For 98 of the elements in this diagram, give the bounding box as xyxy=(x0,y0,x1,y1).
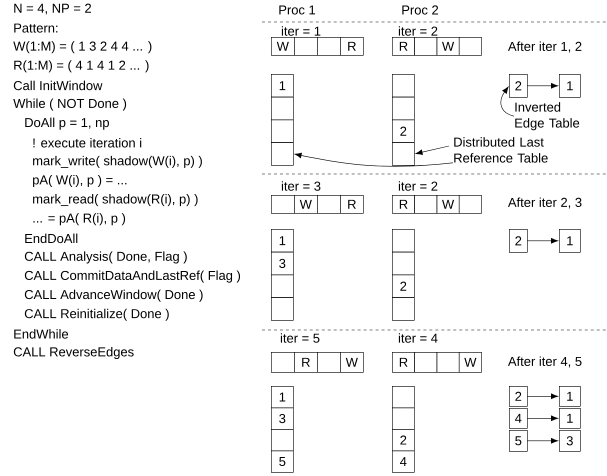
table-cell xyxy=(392,228,415,252)
leader-line xyxy=(500,86,514,116)
table-cell: 5 xyxy=(271,450,294,473)
edge-box: 4 xyxy=(509,408,528,429)
code-line: ! execute iteration i xyxy=(33,138,142,148)
iteration-label: iter = 5 xyxy=(280,333,320,343)
edge-box: 2 xyxy=(509,386,528,407)
callout-text: Inverted Edge Table xyxy=(515,102,580,130)
edge-box: 2 xyxy=(509,228,528,253)
table-cell xyxy=(271,142,294,166)
table-cell xyxy=(458,37,482,56)
code-line: While ( NOT Done ) xyxy=(13,98,126,111)
table-cell xyxy=(392,96,415,120)
table-cell xyxy=(458,194,482,214)
table-cell: 1 xyxy=(271,386,294,408)
table-cell: W xyxy=(271,37,295,56)
callout-text: Distributed Last Reference Table xyxy=(454,137,548,163)
table-cell: W xyxy=(294,194,318,214)
iteration-label: iter = 2 xyxy=(398,181,438,191)
table-cell: W xyxy=(458,352,482,373)
table-cell: 1 xyxy=(271,74,294,98)
code-line: Pattern: xyxy=(14,24,58,33)
code-line: N = 4, NP = 2 xyxy=(14,4,91,14)
arrow xyxy=(527,438,558,444)
table-cell: R xyxy=(294,352,318,373)
table-cell xyxy=(392,74,415,98)
iteration-label: iter = 4 xyxy=(398,333,438,343)
column-heading: Proc 2 xyxy=(402,5,438,15)
table-cell xyxy=(392,252,415,276)
edge-box: 1 xyxy=(559,228,581,253)
edge-box: 5 xyxy=(509,430,528,452)
code-line: CALL ReverseEdges xyxy=(14,346,134,360)
edge-box: 1 xyxy=(559,408,581,429)
iteration-label: iter = 2 xyxy=(398,26,438,36)
edge-box: 3 xyxy=(559,430,581,452)
table-cell xyxy=(392,408,415,430)
table-cell: W xyxy=(340,352,364,373)
code-line: DoAll p = 1, np xyxy=(25,118,109,130)
table-cell xyxy=(392,297,415,321)
column-heading: Proc 1 xyxy=(279,5,316,14)
table-cell: 1 xyxy=(271,228,294,252)
table-cell: 4 xyxy=(392,450,415,473)
leader-line xyxy=(416,146,450,155)
code-line: EndWhile xyxy=(14,329,68,339)
iteration-label: iter = 3 xyxy=(282,181,320,191)
table-cell xyxy=(271,297,294,321)
table-cell: R xyxy=(340,37,364,56)
code-line: Call InitWindow xyxy=(14,80,102,90)
table-cell xyxy=(271,429,294,452)
table-cell: R xyxy=(392,352,415,373)
iteration-label: iter = 1 xyxy=(282,26,320,36)
code-line: EndDoAll xyxy=(25,234,78,244)
table-cell: W xyxy=(436,194,460,214)
code-line: CALL AdvanceWindow( Done ) xyxy=(24,290,203,302)
table-cell: R xyxy=(392,37,415,56)
code-line: CALL Reinitialize( Done ) xyxy=(24,308,169,321)
table-cell xyxy=(271,352,295,373)
arrow xyxy=(527,238,558,244)
table-cell xyxy=(436,352,460,373)
table-cell: R xyxy=(392,194,415,214)
table-cell xyxy=(414,352,438,373)
arrow xyxy=(527,394,558,400)
table-cell xyxy=(317,194,341,214)
edge-box: 1 xyxy=(559,386,581,407)
table-cell: 3 xyxy=(271,252,294,276)
arrow xyxy=(527,83,558,89)
panel-caption: After iter 4, 5 xyxy=(508,356,582,368)
table-cell: R xyxy=(340,194,364,214)
table-cell: 2 xyxy=(392,429,415,452)
table-cell xyxy=(271,194,295,214)
code-line: CALL Analysis( Done, Flag ) xyxy=(24,251,187,264)
code-line: R(1:M) = ( 4 1 4 1 2 ... ) xyxy=(14,60,149,72)
table-cell xyxy=(317,352,341,373)
table-cell xyxy=(271,274,294,298)
table-cell xyxy=(414,37,438,56)
code-line: ... = pA( R(i), p ) xyxy=(33,213,126,226)
code-line: mark_read( shadow(R(i), p) ) xyxy=(33,194,198,206)
code-line: CALL CommitDataAndLastRef( Flag ) xyxy=(24,270,240,283)
table-cell xyxy=(271,120,294,143)
panel-caption: After iter 2, 3 xyxy=(508,197,582,209)
panel-caption: After iter 1, 2 xyxy=(508,41,582,53)
table-cell xyxy=(414,194,438,214)
table-cell xyxy=(392,386,415,408)
table-cell: 2 xyxy=(392,120,415,143)
table-cell xyxy=(271,96,294,120)
table-cell: W xyxy=(436,37,460,56)
code-line: W(1:M) = ( 1 3 2 4 4 ... ) xyxy=(13,41,152,54)
leader-line xyxy=(294,152,454,167)
edge-box: 1 xyxy=(559,74,581,98)
table-cell xyxy=(317,37,341,56)
table-cell: 2 xyxy=(392,274,415,298)
code-line: pA( W(i), p ) = ... xyxy=(33,174,126,188)
edge-box: 2 xyxy=(509,74,528,98)
table-cell xyxy=(294,37,318,56)
table-cell xyxy=(392,142,415,166)
code-line: mark_write( shadow(W(i), p) ) xyxy=(33,156,202,168)
arrow xyxy=(527,416,558,422)
table-cell: 3 xyxy=(271,408,294,430)
